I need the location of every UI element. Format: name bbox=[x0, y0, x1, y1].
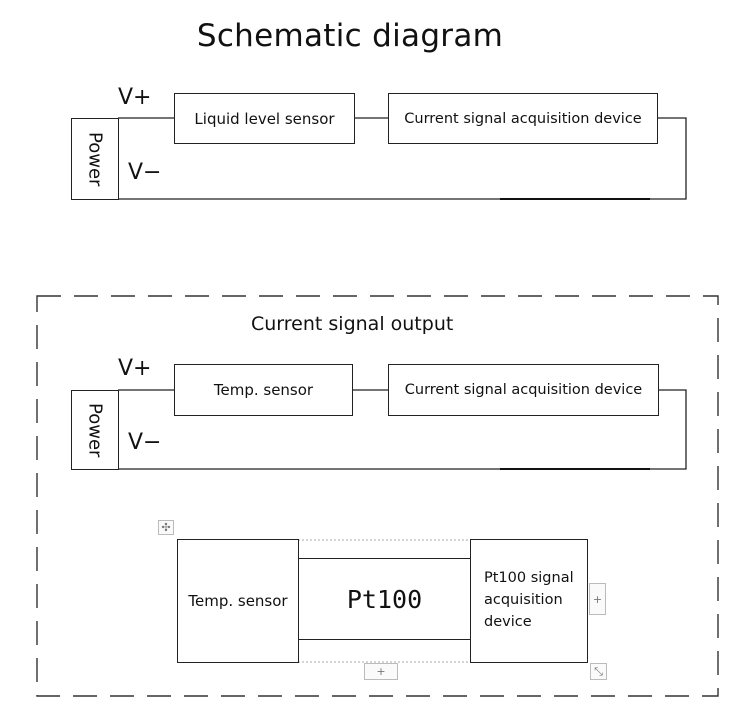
table-move-handle[interactable]: ✣ bbox=[158, 520, 174, 535]
power-box-1: Power bbox=[71, 118, 119, 200]
liquid-level-sensor-box: Liquid level sensor bbox=[174, 93, 355, 144]
move-icon: ✣ bbox=[161, 521, 171, 534]
temp-sensor-cell-label: Temp. sensor bbox=[188, 592, 288, 610]
v-plus-label-2: V+ bbox=[118, 356, 152, 381]
pt100-cell: Pt100 bbox=[298, 558, 471, 640]
pt100-acquisition-line-3: device bbox=[484, 614, 532, 630]
pt100-cell-label: Pt100 bbox=[346, 584, 423, 614]
v-plus-label-1: V+ bbox=[118, 85, 152, 110]
acquisition-device-box-2: Current signal acquisition device bbox=[388, 364, 659, 416]
pt100-acquisition-line-2: acquisition bbox=[484, 592, 563, 608]
v-minus-label-2: V− bbox=[128, 430, 162, 455]
temp-sensor-box-2: Temp. sensor bbox=[174, 364, 353, 416]
acquisition-device-label-1: Current signal acquisition device bbox=[404, 110, 642, 127]
liquid-level-sensor-label: Liquid level sensor bbox=[194, 109, 335, 128]
power-label-1: Power bbox=[84, 131, 106, 187]
pt100-acquisition-line-1: Pt100 signal bbox=[484, 570, 574, 586]
resize-icon: ⤡ bbox=[594, 664, 603, 678]
wire-return-2 bbox=[118, 389, 687, 470]
pt100-acquisition-cell: Pt100 signal acquisition device bbox=[470, 539, 588, 663]
add-row-button[interactable]: + bbox=[364, 663, 398, 680]
acquisition-device-label-2: Current signal acquisition device bbox=[404, 382, 643, 398]
section-heading: Current signal output bbox=[251, 313, 454, 335]
wire-return-1 bbox=[118, 117, 687, 200]
acquisition-device-box-1: Current signal acquisition device bbox=[388, 93, 658, 144]
add-column-button[interactable]: + bbox=[589, 583, 606, 615]
power-label-2: Power bbox=[84, 402, 106, 458]
add-column-icon: + bbox=[592, 592, 603, 606]
table-resize-handle[interactable]: ⤡ bbox=[590, 663, 607, 680]
v-minus-label-1: V− bbox=[128, 160, 162, 185]
power-box-2: Power bbox=[71, 390, 119, 470]
temp-sensor-cell: Temp. sensor bbox=[177, 539, 299, 663]
page-title: Schematic diagram bbox=[196, 18, 504, 54]
temp-sensor-label-2: Temp. sensor bbox=[213, 381, 314, 399]
add-row-icon: + bbox=[376, 665, 386, 678]
section-dashed-frame bbox=[36, 295, 719, 697]
